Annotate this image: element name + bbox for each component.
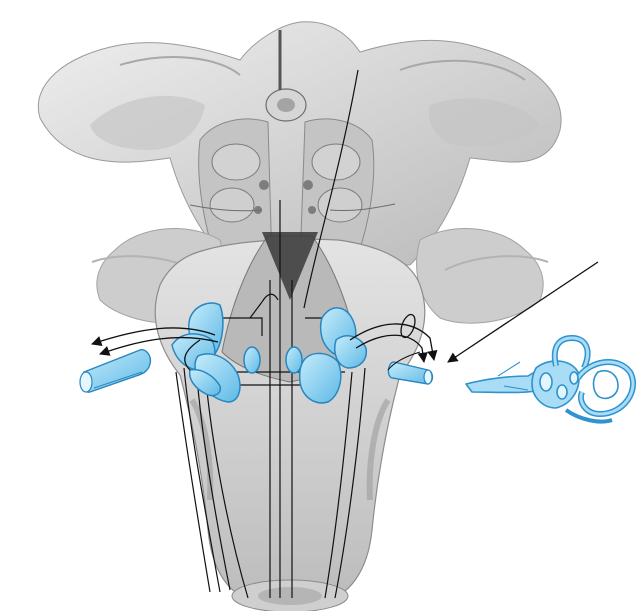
inner-ear-labyrinth-icon xyxy=(466,338,633,422)
upper-brain-mass xyxy=(38,22,561,265)
brainstem-body xyxy=(155,232,425,611)
abducens-nucleus-left xyxy=(244,347,260,373)
vestibulocochlear-nerve-left xyxy=(80,350,150,392)
lateral-vestibular-nucleus-right xyxy=(300,353,341,402)
abducens-nucleus-right xyxy=(286,347,302,373)
